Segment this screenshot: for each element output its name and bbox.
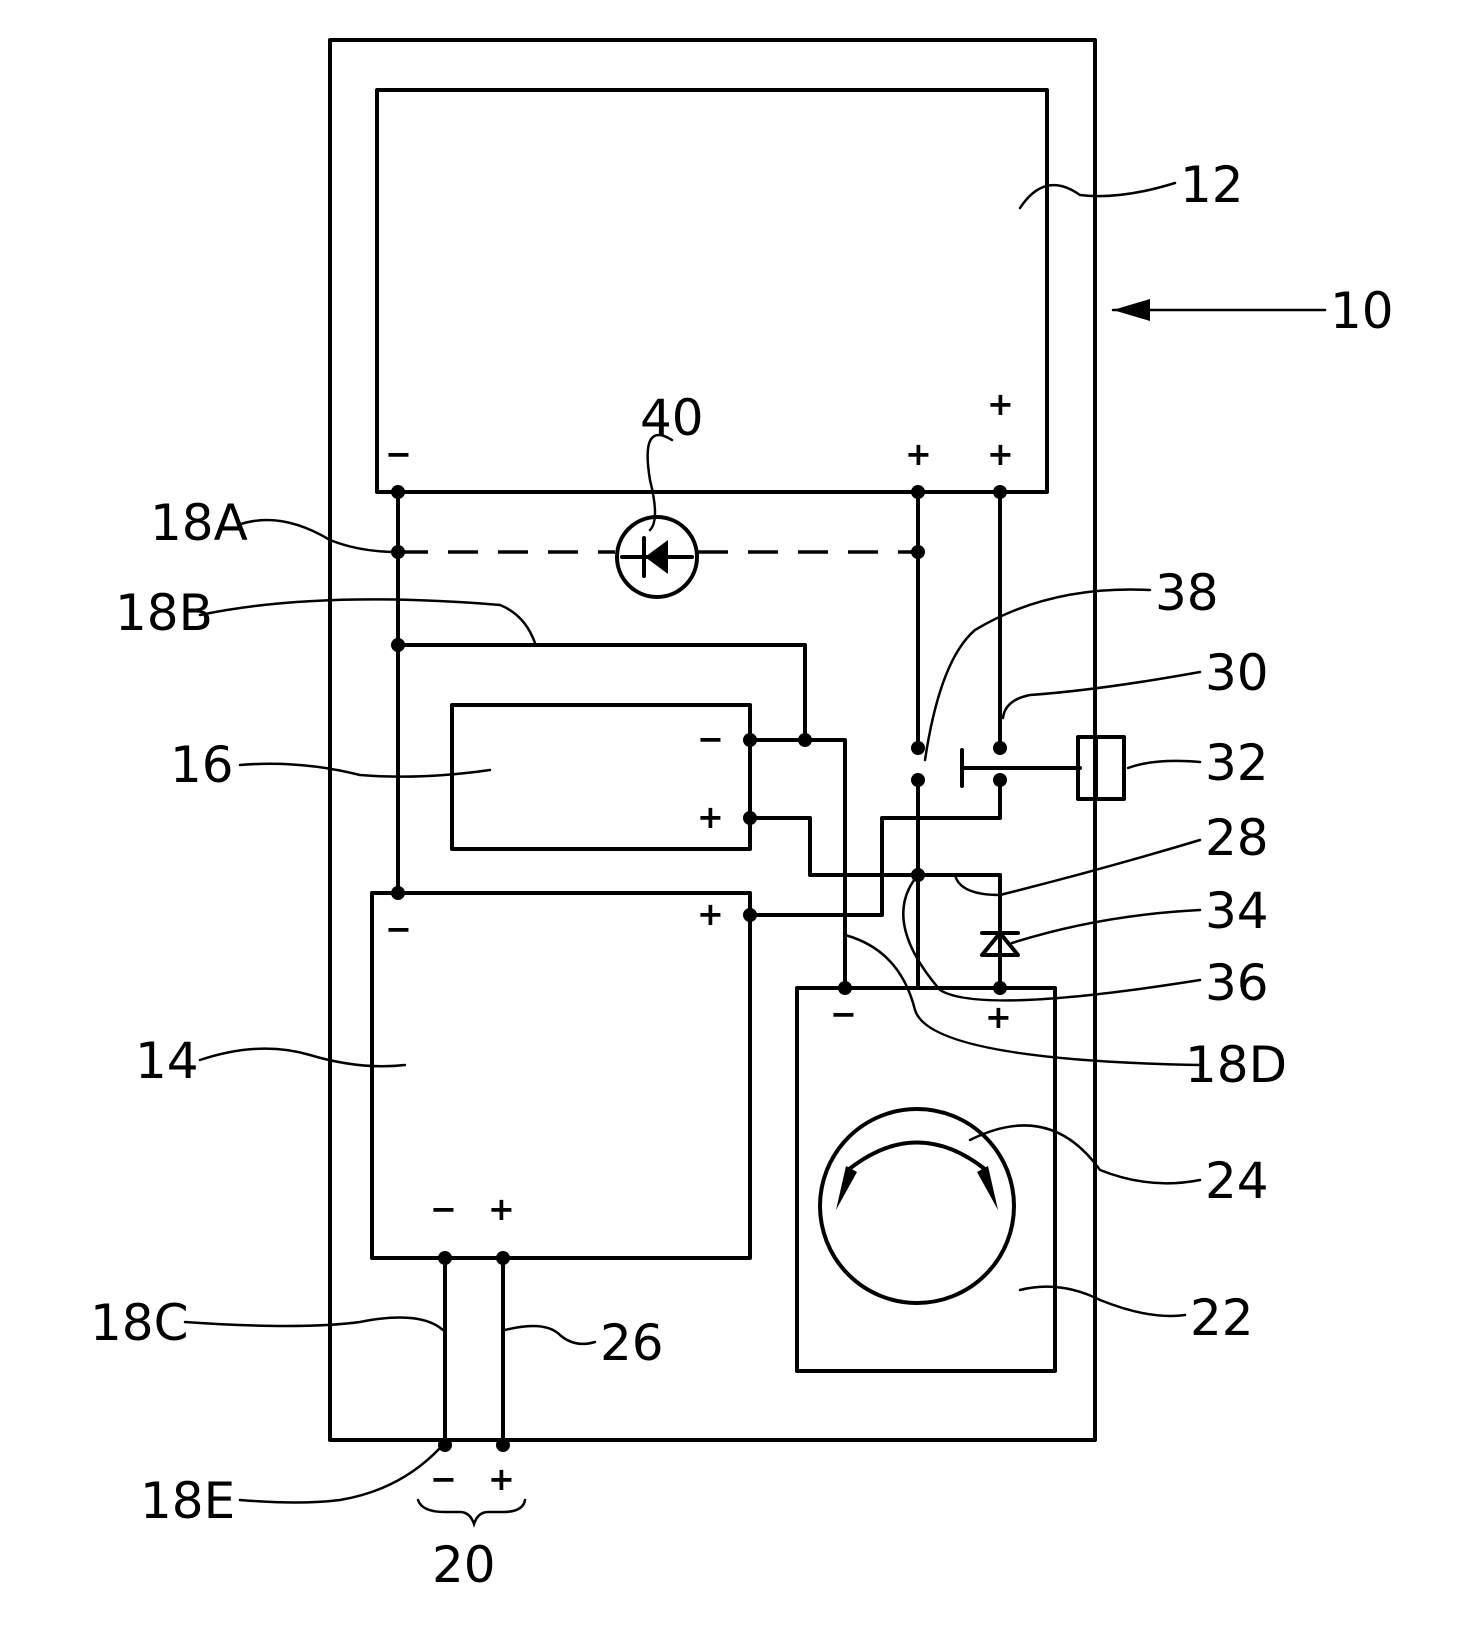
left-block: [372, 893, 750, 1258]
sign-14-out-minus: −: [430, 1190, 457, 1228]
label-20: 20: [432, 1536, 496, 1594]
sign-22-plus: +: [985, 998, 1012, 1036]
sign-20-plus: +: [488, 1460, 515, 1498]
label-24: 24: [1205, 1152, 1269, 1210]
label-18b: 18B: [115, 584, 213, 642]
sign-12-minus: −: [385, 435, 412, 473]
sign-20-minus: −: [430, 1460, 457, 1498]
label-28: 28: [1205, 809, 1269, 867]
label-22: 22: [1190, 1289, 1254, 1347]
reference-labels: 12 10 40 18A 18B 38 30 16 32 28 34 36 18…: [90, 156, 1394, 1594]
label-36: 36: [1205, 954, 1269, 1012]
label-18d: 18D: [1185, 1036, 1287, 1094]
led-icon: [617, 517, 697, 597]
label-18e: 18E: [140, 1472, 235, 1530]
label-26: 26: [600, 1314, 664, 1372]
sign-14-out-plus: +: [488, 1190, 515, 1228]
sign-14-minus: −: [385, 910, 412, 948]
sign-14-plus: +: [697, 895, 724, 933]
label-16: 16: [170, 736, 234, 794]
gauge-block: [797, 988, 1055, 1371]
upper-block: [377, 90, 1047, 492]
label-18c: 18C: [90, 1294, 189, 1352]
sign-16-plus: +: [697, 798, 724, 836]
sign-12-plus-a: +: [905, 435, 932, 473]
label-32: 32: [1205, 734, 1269, 792]
label-38: 38: [1155, 564, 1219, 622]
wiring: [398, 492, 1124, 1445]
label-10: 10: [1330, 282, 1394, 340]
sign-22-minus: −: [830, 995, 857, 1033]
label-12: 12: [1180, 156, 1244, 214]
sign-12-plus-c: +: [987, 385, 1014, 423]
label-34: 34: [1205, 882, 1269, 940]
sign-12-plus-b: +: [987, 435, 1014, 473]
label-40: 40: [640, 389, 704, 447]
sign-16-minus: −: [697, 720, 724, 758]
leader-lines: [185, 183, 1325, 1524]
label-30: 30: [1205, 644, 1269, 702]
dial-icon: [820, 1109, 1014, 1303]
label-18a: 18A: [150, 494, 248, 552]
junction-dots: [391, 485, 1007, 1452]
label-14: 14: [135, 1032, 199, 1090]
